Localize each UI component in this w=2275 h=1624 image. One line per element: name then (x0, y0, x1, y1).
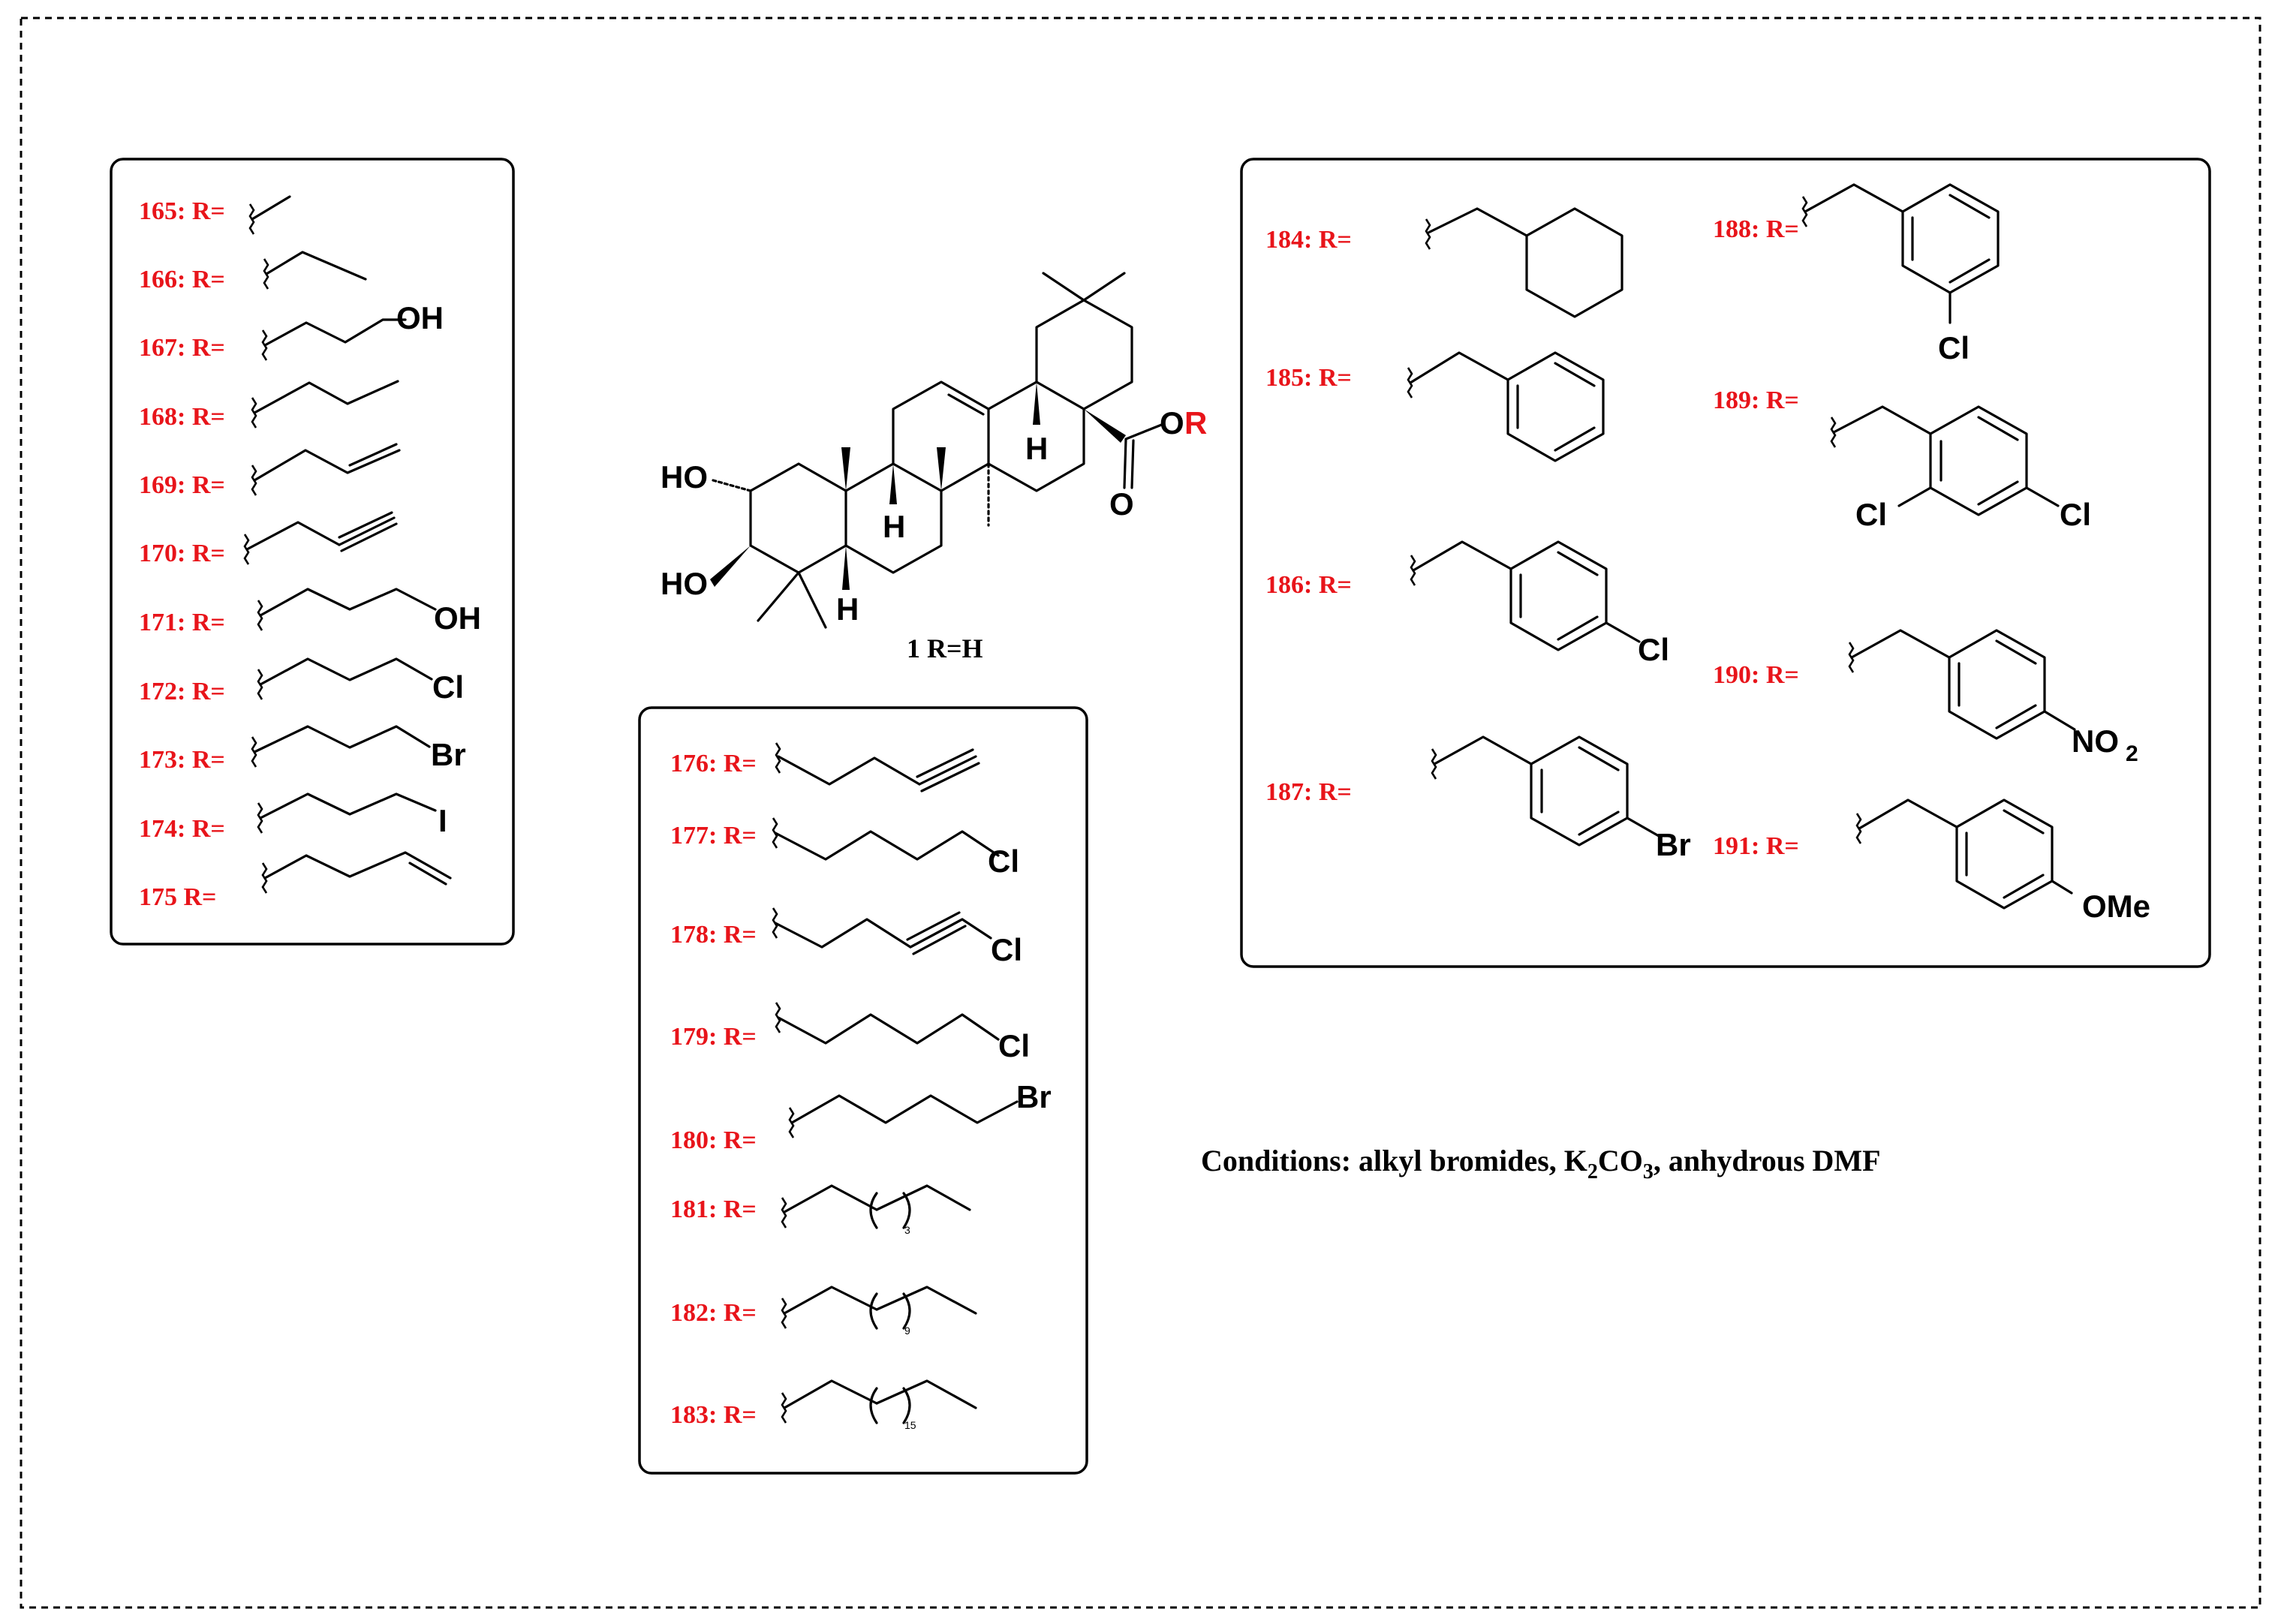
atom-br-180: Br (1016, 1079, 1052, 1114)
ester-r-group: R (1184, 405, 1207, 441)
chain-167: OH (261, 300, 444, 361)
atom-cl-189-para: Cl (2060, 497, 2091, 532)
chain-175 (261, 851, 452, 894)
chain-174: I (257, 792, 447, 838)
left-substituent-box: 165: R= 166: R= 167: R= 168: R= 169: R= … (110, 158, 515, 946)
nitrobenzyl-190: NO 2 (1848, 629, 2138, 766)
atom-cl-189-ortho: Cl (1855, 497, 1887, 532)
benzyl-185 (1407, 351, 1605, 462)
chain-168 (251, 380, 399, 429)
label-186: 186: R= (1265, 571, 1352, 599)
outer-frame (20, 17, 2261, 1609)
h-label-c5: H (836, 591, 859, 627)
repeat-subscript-183: 15 (904, 1419, 916, 1431)
chlorobenzyl-188: Cl (1801, 183, 2000, 365)
chain-181: 3 (781, 1184, 971, 1236)
atom-cl-188: Cl (1938, 330, 1970, 365)
right-substituent-box: 184: R= 185: R= 186: R= 187: R= 188: R= … (1240, 158, 2211, 968)
atom-cl-179: Cl (998, 1028, 1030, 1063)
label-181: 181: R= (670, 1195, 757, 1223)
conditions-sub1: 2 (1587, 1160, 1598, 1183)
chain-182: 9 (781, 1286, 977, 1337)
conditions-mid: CO (1598, 1144, 1643, 1177)
label-171: 171: R= (139, 609, 225, 636)
label-179: 179: R= (670, 1023, 757, 1051)
atom-cl-178: Cl (991, 932, 1022, 967)
hydroxyl-c2: HO (661, 459, 708, 495)
label-165: 165: R= (139, 197, 225, 225)
compound-1-caption: 1 R=H (907, 633, 983, 663)
conditions-suffix: , anhydrous DMF (1654, 1144, 1881, 1177)
atom-cl-172: Cl (432, 669, 464, 705)
label-174: 174: R= (139, 815, 225, 843)
chain-170 (243, 511, 398, 565)
label-190: 190: R= (1713, 661, 1799, 689)
label-168: 168: R= (139, 403, 225, 431)
reaction-conditions: Conditions: alkyl bromides, K2CO3, anhyd… (1201, 1144, 1881, 1183)
hydroxyl-c3: HO (661, 566, 708, 601)
h-label-c18: H (1025, 431, 1048, 466)
cyclohexylmethyl-184 (1425, 207, 1623, 318)
label-182: 182: R= (670, 1299, 757, 1327)
repeat-subscript-182: 9 (904, 1325, 910, 1337)
label-169: 169: R= (139, 471, 225, 499)
chain-169 (251, 443, 401, 496)
atom-oh-171: OH (434, 600, 481, 636)
chain-173: Br (251, 725, 466, 772)
label-175: 175 R= (139, 883, 216, 911)
dichlorobenzyl-189: Cl Cl (1830, 405, 2091, 532)
label-166: 166: R= (139, 266, 225, 293)
label-183: 183: R= (670, 1401, 757, 1429)
atom-no2-190: NO (2072, 723, 2119, 759)
chain-177: Cl (772, 817, 1019, 879)
chain-165 (248, 195, 291, 235)
label-172: 172: R= (139, 678, 225, 705)
atom-br-173: Br (431, 737, 466, 772)
label-187: 187: R= (1265, 778, 1352, 806)
svg-text:Conditions: alkyl bromides, K2: Conditions: alkyl bromides, K2CO3, anhyd… (1201, 1144, 1881, 1183)
atom-br-187: Br (1656, 827, 1691, 862)
repeat-subscript-181: 3 (904, 1224, 910, 1236)
atom-cl-177: Cl (988, 844, 1019, 879)
chain-180: Br (788, 1079, 1052, 1138)
no2-subscript: 2 (2126, 741, 2138, 766)
label-180: 180: R= (670, 1126, 757, 1154)
label-178: 178: R= (670, 921, 757, 949)
label-167: 167: R= (139, 334, 225, 362)
label-191: 191: R= (1713, 832, 1799, 860)
ester-oxygen: O (1160, 405, 1184, 441)
label-185: 185: R= (1265, 364, 1352, 392)
label-173: 173: R= (139, 746, 225, 774)
methoxybenzyl-191: OMe (1855, 798, 2150, 924)
label-170: 170: R= (139, 540, 225, 567)
label-176: 176: R= (670, 750, 757, 777)
middle-substituent-box: 176: R= 177: R= 178: R= 179: R= 180: R= … (638, 706, 1088, 1475)
chain-176 (775, 742, 980, 792)
chain-183: 15 (781, 1379, 977, 1431)
label-184: 184: R= (1265, 226, 1352, 254)
chain-171: OH (257, 588, 481, 636)
chlorobenzyl-186: Cl (1410, 540, 1669, 667)
atom-ome-191: OMe (2082, 889, 2150, 924)
conditions-prefix: Conditions: alkyl bromides, K (1201, 1144, 1587, 1177)
label-177: 177: R= (670, 822, 757, 850)
bromobenzyl-187: Br (1431, 735, 1691, 862)
chain-172: Cl (257, 657, 464, 705)
chain-178: Cl (772, 907, 1022, 967)
atom-i-174: I (438, 803, 447, 838)
compound-1-structure: H H H O R O HO HO 1 R=H (661, 272, 1207, 663)
h-label-c9: H (883, 509, 905, 544)
chain-179: Cl (775, 1002, 1030, 1063)
chain-166 (263, 251, 367, 290)
label-188: 188: R= (1713, 215, 1799, 243)
atom-oh-167: OH (396, 300, 444, 335)
conditions-sub2: 3 (1643, 1160, 1654, 1183)
label-189: 189: R= (1713, 386, 1799, 414)
carbonyl-oxygen: O (1109, 486, 1134, 522)
atom-cl-186: Cl (1638, 632, 1669, 667)
